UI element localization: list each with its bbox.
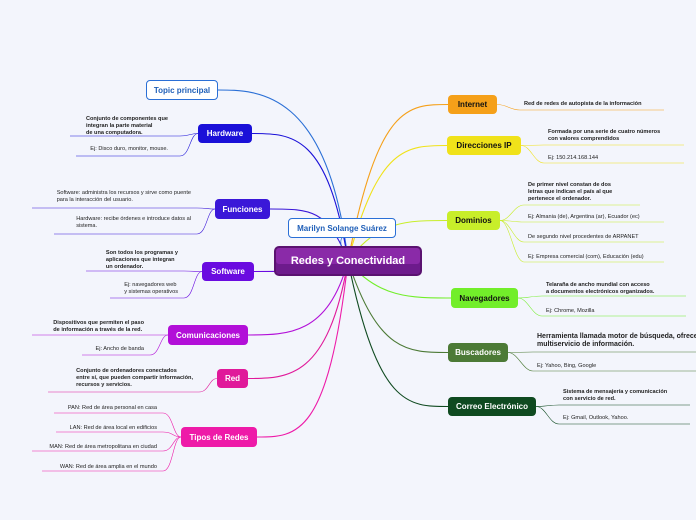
note-dominios-0: De primer nivel constan de dos letras qu… (528, 182, 613, 202)
note-correo-0: Sistema de mensajería y comunicación con… (563, 389, 668, 402)
note-hardware-0: Conjunto de componentes que integran la … (85, 116, 168, 136)
note-dominios-3: Ej: Empresa comercial (com), Educación (… (528, 254, 644, 260)
note-software-1: Ej: navegadores web y sistemas operativo… (124, 282, 178, 295)
note-buscadores-1: Ej: Yahoo, Bing, Google (537, 363, 597, 369)
note-link-software-0 (86, 270, 203, 272)
note-navegadores-1: Ej: Chrome, Mozilla (546, 308, 595, 314)
branch-navegadores[interactable]: Navegadores (451, 288, 518, 308)
branch-tipos[interactable]: Tipos de Redes (181, 427, 257, 447)
note-link-ip-1 (520, 145, 684, 164)
note-link-dominios-2 (499, 220, 664, 243)
note-funciones-0: Software: administra los recursos y sirv… (56, 190, 191, 203)
connector-internet (347, 103, 449, 262)
note-red-0: Conjunto de ordenadores conectados entre… (76, 368, 193, 388)
note-dominios-2: De segundo nivel procedentes de ARPANET (528, 234, 639, 240)
note-link-internet-0 (496, 104, 664, 111)
note-link-funciones-1 (54, 208, 216, 235)
branch-correo[interactable]: Correo Electrónico (448, 397, 536, 416)
branch-ip[interactable]: Direcciones IP (447, 136, 521, 155)
branch-buscadores[interactable]: Buscadores (448, 343, 508, 362)
note-link-hardware-1 (76, 133, 199, 157)
note-navegadores-0: Telaraña de ancho mundial con acceso a d… (546, 282, 655, 295)
note-link-tipos-0 (54, 412, 182, 438)
note-tipos-2: MAN: Red de área metropolitana en ciudad (49, 444, 157, 450)
branch-topic[interactable]: Topic principal (146, 80, 218, 100)
note-link-navegadores-1 (517, 297, 686, 317)
branch-hardware[interactable]: Hardware (198, 124, 252, 143)
note-buscadores-0: Herramienta llamada motor de búsqueda, o… (537, 333, 696, 348)
note-link-dominios-1 (499, 220, 664, 223)
note-link-buscadores-1 (507, 352, 696, 372)
connector-hardware (251, 132, 349, 262)
note-software-0: Son todos los programas y aplicaciones q… (105, 250, 178, 270)
note-comunicaciones-0: Dispositivos que permiten el paso de inf… (53, 320, 144, 333)
connector-tipos (256, 260, 349, 438)
note-ip-0: Formada por una serie de cuatro números … (548, 129, 661, 142)
branch-internet[interactable]: Internet (448, 95, 497, 114)
note-link-hardware-0 (70, 133, 199, 137)
note-link-tipos-2 (32, 436, 182, 452)
note-correo-1: Ej: Gmail, Outlook, Yahoo. (563, 415, 629, 421)
branch-software[interactable]: Software (202, 262, 254, 281)
note-link-software-1 (110, 271, 203, 299)
connector-red (247, 260, 349, 380)
author-label[interactable]: Marilyn Solange Suárez (288, 218, 396, 238)
note-link-correo-1 (535, 406, 690, 425)
note-link-ip-0 (520, 144, 684, 146)
connector-correo (347, 260, 449, 408)
note-link-red-0 (48, 378, 218, 393)
note-link-comunicaciones-1 (82, 334, 169, 356)
connector-comunicaciones (247, 260, 349, 336)
connector-topic (217, 89, 349, 262)
note-link-funciones-0 (32, 207, 216, 210)
branch-dominios[interactable]: Dominios (447, 211, 500, 230)
connector-buscadores (347, 260, 449, 354)
note-ip-1: Ej: 150.214.168.144 (548, 155, 599, 161)
note-tipos-0: PAN: Red de área personal en casa (67, 405, 157, 411)
central-topic[interactable]: Redes y Conectividad (274, 246, 422, 276)
note-dominios-1: Ej: Almania (de), Argentina (ar), Ecuado… (528, 214, 640, 220)
branch-red[interactable]: Red (217, 369, 248, 388)
note-tipos-3: WAN: Red de área amplia en el mundo (59, 464, 157, 470)
note-funciones-1: Hardware: recibe órdenes e introduce dat… (76, 216, 191, 229)
note-link-correo-0 (535, 404, 690, 407)
branch-comunicaciones[interactable]: Comunicaciones (168, 325, 248, 345)
note-hardware-1: Ej: Disco duro, monitor, mouse. (90, 146, 168, 152)
note-link-tipos-3 (42, 436, 182, 472)
note-comunicaciones-1: Ej: Ancho de banda (95, 346, 144, 352)
note-link-tipos-1 (56, 431, 182, 438)
note-link-dominios-0 (499, 204, 640, 221)
note-link-navegadores-0 (517, 295, 686, 299)
branch-funciones[interactable]: Funciones (215, 199, 270, 219)
note-tipos-1: LAN: Red de área local en edificios (69, 425, 157, 431)
note-link-buscadores-0 (507, 351, 696, 353)
note-link-dominios-3 (499, 220, 664, 263)
note-internet-0: Red de redes de autopista de la informac… (524, 101, 642, 107)
